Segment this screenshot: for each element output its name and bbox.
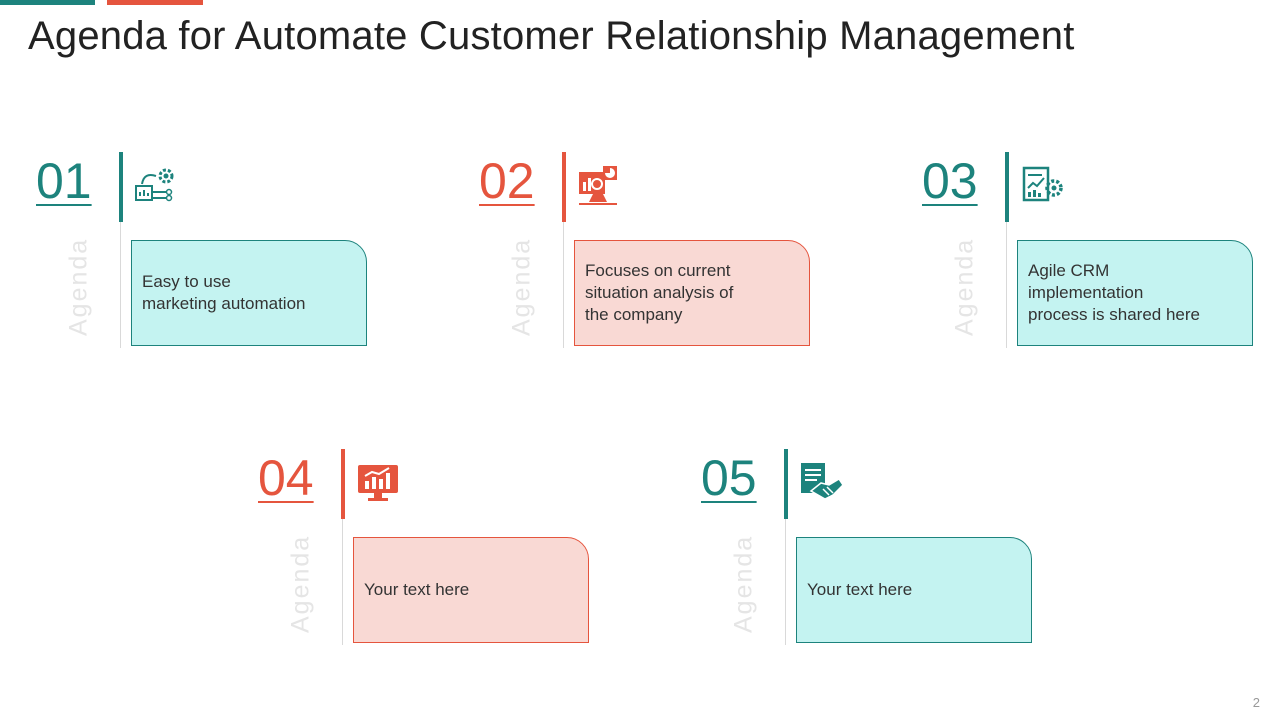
vertical-agenda-label: Agenda xyxy=(729,534,758,634)
agenda-text: Easy to use marketing automation xyxy=(142,272,306,313)
agenda-text-box: Your text here xyxy=(796,537,1032,643)
top-accent-teal xyxy=(0,0,95,5)
agenda-item-5: 05 Agenda Your text here xyxy=(701,449,1061,649)
agenda-item-1: 01 Agenda Easy to use marketing automati… xyxy=(36,152,396,352)
vertical-agenda-label: Agenda xyxy=(286,534,315,634)
agenda-number: 05 xyxy=(701,450,757,506)
agenda-text: Focuses on current situation analysis of… xyxy=(585,261,734,324)
agenda-item-4: 04 Agenda Your text here xyxy=(258,449,618,649)
agenda-text-box: Easy to use marketing automation xyxy=(131,240,367,346)
vertical-agenda-label: Agenda xyxy=(950,237,979,337)
vertical-agenda-label: Agenda xyxy=(64,237,93,337)
agenda-text-box: Your text here xyxy=(353,537,589,643)
divider-thin xyxy=(342,519,343,645)
handshake-document-icon xyxy=(799,459,845,505)
divider xyxy=(784,449,788,519)
top-accent-coral xyxy=(107,0,203,5)
agenda-text: Your text here xyxy=(364,580,470,599)
agenda-item-2: 02 Agenda Focuses on current situation a… xyxy=(479,152,839,352)
agenda-number: 03 xyxy=(922,153,978,209)
divider xyxy=(341,449,345,519)
divider xyxy=(1005,152,1009,222)
agenda-number: 04 xyxy=(258,450,314,506)
agenda-text-box: Agile CRM implementation process is shar… xyxy=(1017,240,1253,346)
page-number: 2 xyxy=(1252,695,1260,710)
agenda-text: Your text here xyxy=(807,580,913,599)
monitor-chart-icon xyxy=(356,459,402,505)
divider-thin xyxy=(563,222,564,348)
agenda-number: 01 xyxy=(36,153,92,209)
agenda-text-box: Focuses on current situation analysis of… xyxy=(574,240,810,346)
vertical-agenda-label: Agenda xyxy=(507,237,536,337)
marketing-automation-icon xyxy=(134,162,180,208)
divider xyxy=(119,152,123,222)
page-title: Agenda for Automate Customer Relationshi… xyxy=(28,14,1075,58)
divider xyxy=(562,152,566,222)
agenda-item-3: 03 Agenda Agile CRM implementation proce… xyxy=(922,152,1280,352)
analysis-icon xyxy=(577,162,623,208)
agenda-text: Agile CRM implementation process is shar… xyxy=(1028,261,1200,324)
divider-thin xyxy=(120,222,121,348)
crm-process-icon xyxy=(1020,162,1066,208)
divider-thin xyxy=(1006,222,1007,348)
agenda-number: 02 xyxy=(479,153,535,209)
divider-thin xyxy=(785,519,786,645)
